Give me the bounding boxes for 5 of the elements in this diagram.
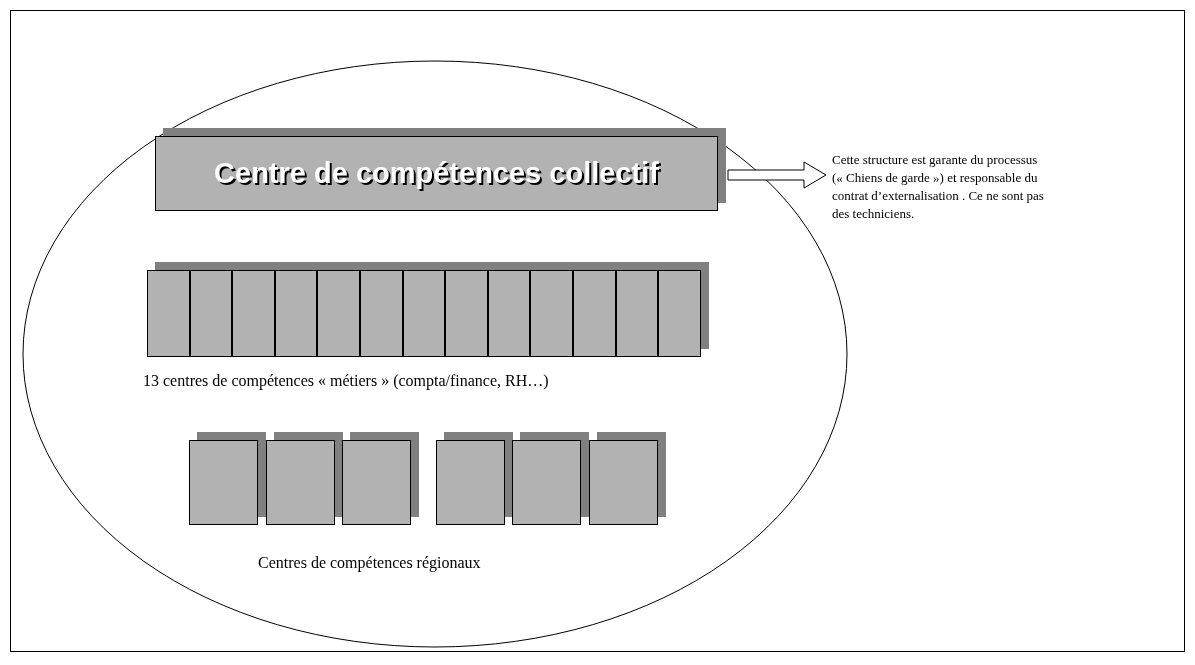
group-caption: Centres de compétences régionaux: [258, 554, 481, 572]
group-caption: 13 centres de compétences « métiers » (compta/finance, RH…): [143, 372, 549, 390]
box-title: Centre de compétences collectif: [214, 157, 659, 190]
note-text: Cette structure est garante du processus (« Chiens de garde ») et responsable du contrat d’externalisation . Ce ne sont pas des techniciens.: [832, 151, 1045, 223]
block-arrow: [727, 161, 827, 189]
